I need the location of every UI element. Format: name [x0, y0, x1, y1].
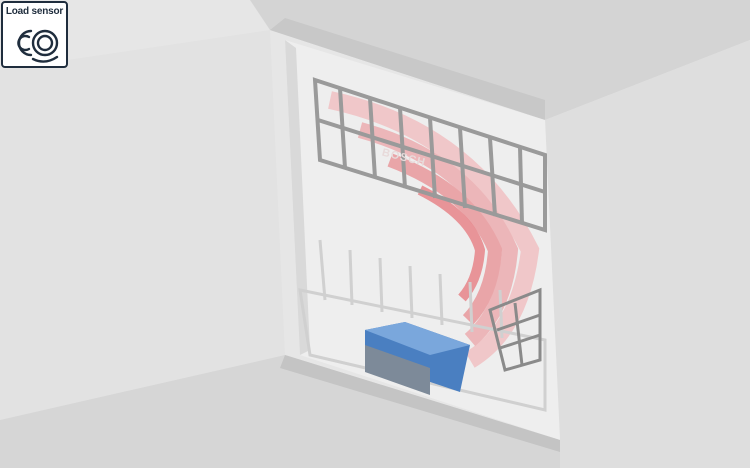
load-sensor-badge: Load sensor: [1, 1, 68, 68]
badge-label: Load sensor: [5, 6, 64, 17]
floor-base: [0, 355, 560, 468]
countertop-edge: [270, 18, 545, 120]
load-sensor-icon: [17, 29, 59, 63]
lower-rack: [298, 239, 547, 412]
cabinet-left: [0, 30, 285, 420]
upper-rack: [312, 77, 547, 233]
countertop: [250, 0, 750, 120]
cutlery-basket: [488, 287, 542, 372]
tub-left-wall: [285, 40, 310, 355]
base-edge: [280, 355, 560, 452]
cabinet-right: [545, 40, 750, 468]
sensor-unit: [365, 322, 470, 395]
